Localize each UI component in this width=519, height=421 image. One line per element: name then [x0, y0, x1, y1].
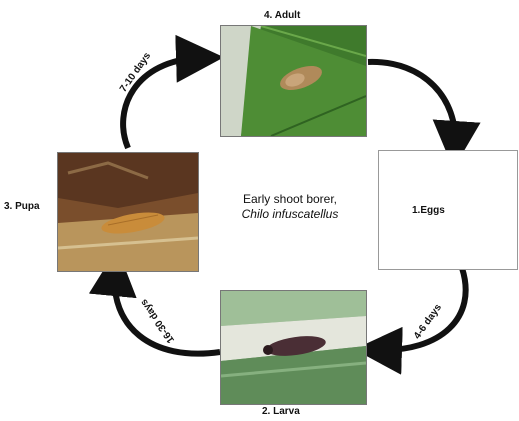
stage-label-pupa: 3. Pupa [4, 201, 40, 212]
eggs-box [378, 150, 518, 270]
stage-label-adult: 4. Adult [264, 10, 300, 21]
larva-image [220, 290, 367, 405]
arrow-adult-to-eggs [368, 62, 455, 145]
stage-label-eggs: 1.Eggs [412, 205, 445, 216]
diagram-title: Early shoot borer, Chilo infuscatellus [200, 192, 380, 222]
adult-moth-image [220, 25, 367, 137]
title-line-2-species: Chilo infuscatellus [200, 207, 380, 222]
stage-label-larva: 2. Larva [262, 406, 300, 417]
title-line-1: Early shoot borer, [200, 192, 380, 207]
pupa-image [57, 152, 199, 272]
